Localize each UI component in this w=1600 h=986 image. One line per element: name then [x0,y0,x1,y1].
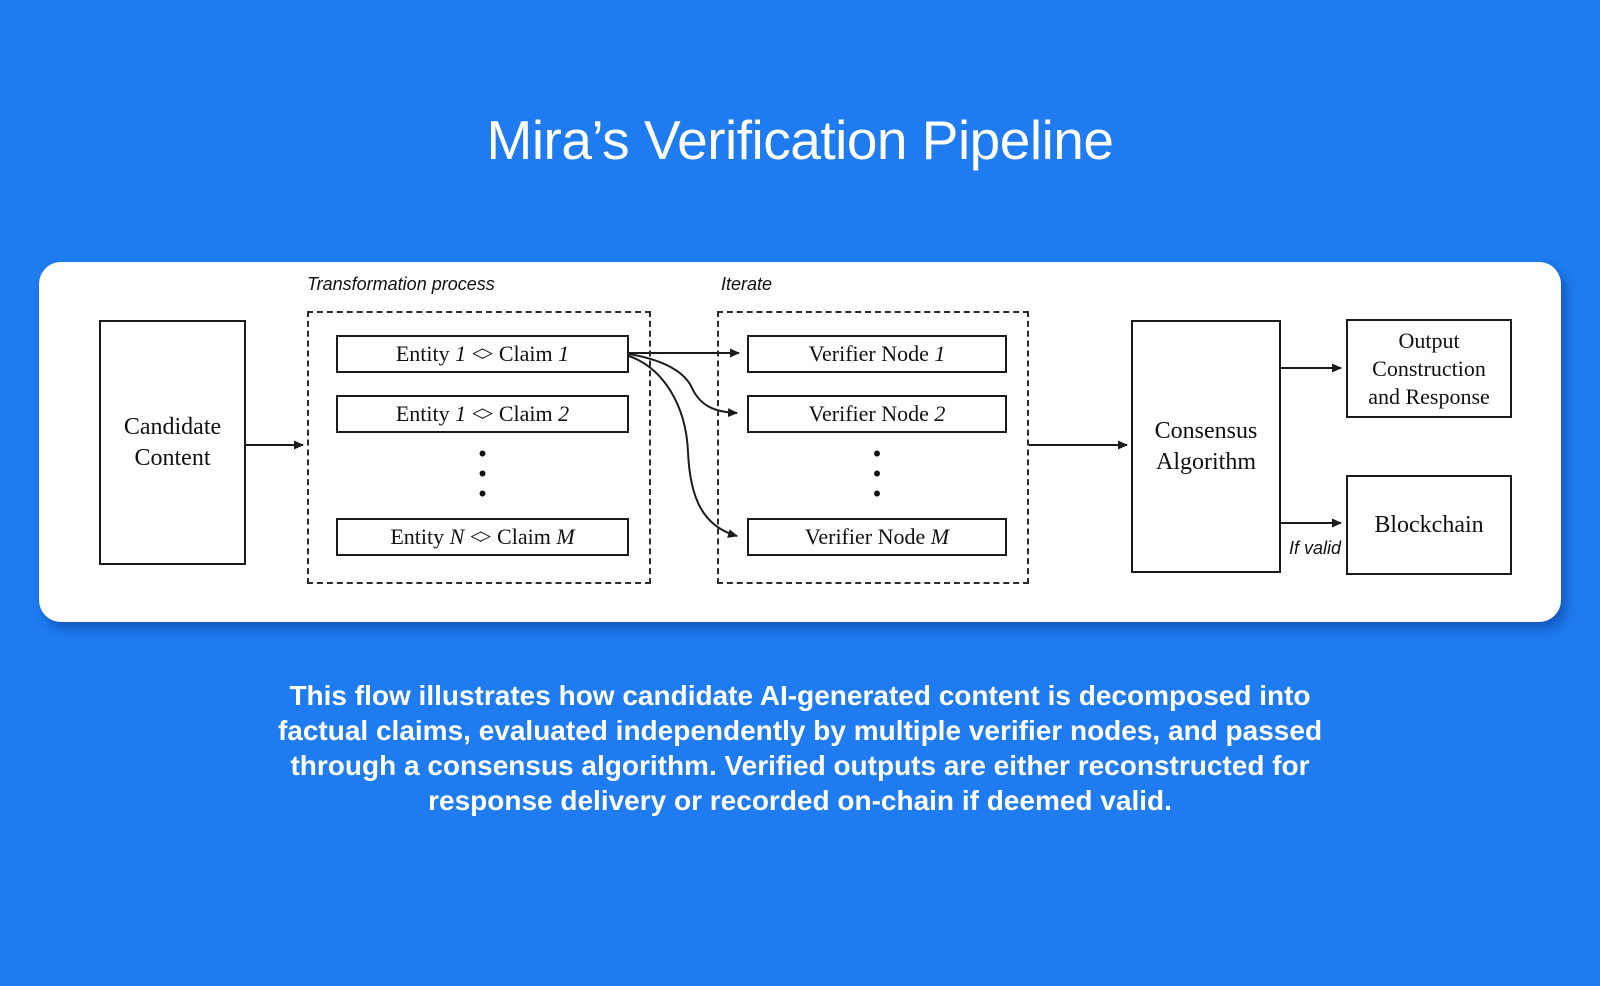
iterate-group [717,311,1029,584]
entity-claim-box-m: Entity N <> Claim M [336,518,629,556]
verifier-node-box-1: Verifier Node 1 [747,335,1007,373]
output-construction-box: Output Construction and Response [1346,319,1512,418]
diagram-card: Candidate Content Transformation process… [39,262,1561,622]
entity-claim-box-2: Entity 1 <> Claim 2 [336,395,629,433]
transformation-process-label: Transformation process [307,274,495,294]
iterate-label: Iterate [721,274,773,294]
consensus-algorithm-box: Consensus Algorithm [1131,320,1281,573]
if-valid-label: If valid [1288,538,1341,558]
arrow-claim1-to-verifierM [628,355,738,538]
verifier-node-box-m: Verifier Node M [747,518,1007,556]
transformation-process-group [307,311,651,584]
caption-text: This flow illustrates how candidate AI-g… [277,680,1323,816]
flow-arrows [246,348,1342,538]
verifier-node-box-2: Verifier Node 2 [747,395,1007,433]
entity-claim-box-1: Entity 1 <> Claim 1 [336,335,629,373]
verifier-vertical-ellipsis: • • • [872,441,882,508]
entity-vertical-ellipsis: • • • [478,441,487,508]
candidate-content-box: Candidate Content [99,320,246,565]
page-title: Mira’s Verification Pipeline [486,109,1114,171]
blockchain-box: Blockchain [1346,475,1512,575]
